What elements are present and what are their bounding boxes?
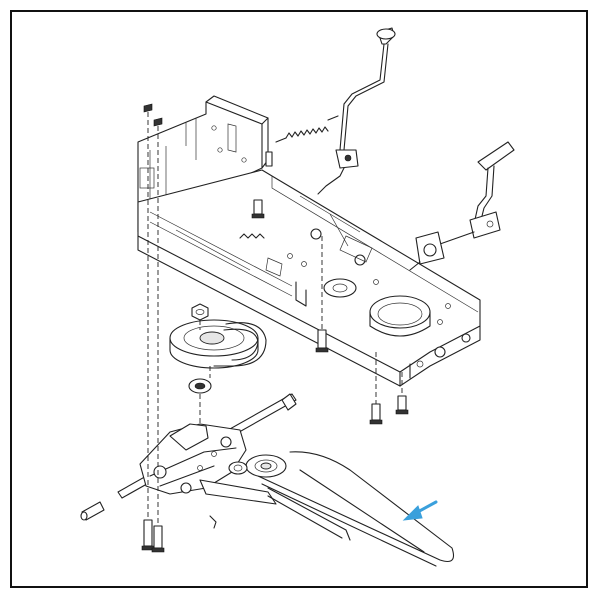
brake-pedal-linkage <box>409 141 515 271</box>
drive-belt <box>213 322 455 567</box>
bolts <box>141 103 409 553</box>
engine-pulley <box>169 319 259 369</box>
transaxle <box>139 423 287 505</box>
shift-lever <box>317 27 396 195</box>
bearing <box>188 378 212 394</box>
chassis-frame <box>137 95 481 387</box>
tension-spring <box>275 115 339 143</box>
image-border <box>10 10 588 588</box>
nut <box>191 303 209 321</box>
callout-arrow-icon <box>402 500 438 521</box>
axle-spacer <box>281 393 297 411</box>
idler-arm <box>209 487 351 541</box>
